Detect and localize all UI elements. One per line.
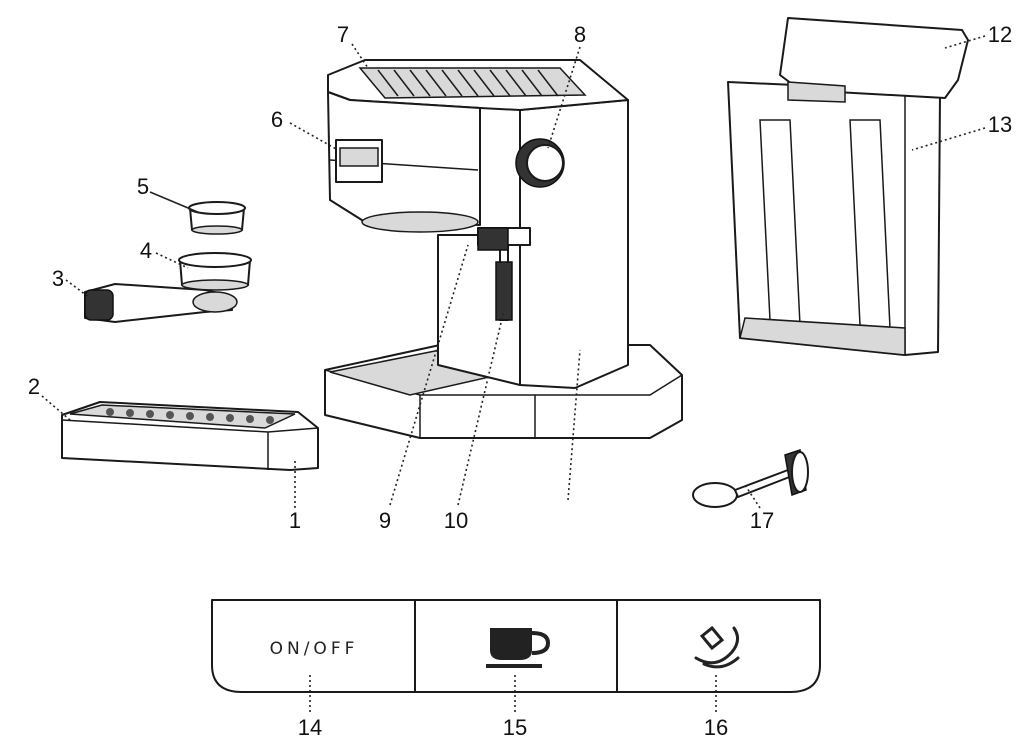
callout-7: 7 (337, 22, 349, 47)
drip-tray (61, 401, 319, 471)
on-off-label: ON/OFF (270, 639, 359, 659)
water-tank-lid (779, 17, 969, 103)
callout-17: 17 (750, 508, 774, 533)
water-tank (727, 81, 941, 356)
machine-body (324, 59, 683, 439)
filter-basket-large (178, 252, 252, 291)
steam-button[interactable] (694, 625, 740, 669)
leader-lines (41, 35, 986, 712)
callout-15: 15 (503, 715, 527, 740)
callout-4: 4 (140, 238, 152, 263)
callout-3: 3 (52, 266, 64, 291)
coffee-button[interactable] (486, 628, 551, 668)
callout-2: 2 (28, 374, 40, 399)
callout-13: 13 (988, 112, 1012, 137)
callout-14: 14 (298, 715, 322, 740)
callout-8: 8 (574, 22, 586, 47)
callout-12: 12 (988, 22, 1012, 47)
callout-5: 5 (137, 174, 149, 199)
on-off-button[interactable]: ON/OFF (270, 639, 359, 659)
callout-9: 9 (379, 508, 391, 533)
callout-1: 1 (289, 508, 301, 533)
coffee-cup-icon (486, 628, 551, 668)
measuring-spoon (692, 449, 809, 508)
callout-6: 6 (271, 107, 283, 132)
callout-10: 10 (444, 508, 468, 533)
filter-basket-small (188, 201, 246, 235)
callout-16: 16 (704, 715, 728, 740)
portafilter (84, 283, 238, 323)
steam-icon (694, 625, 740, 669)
